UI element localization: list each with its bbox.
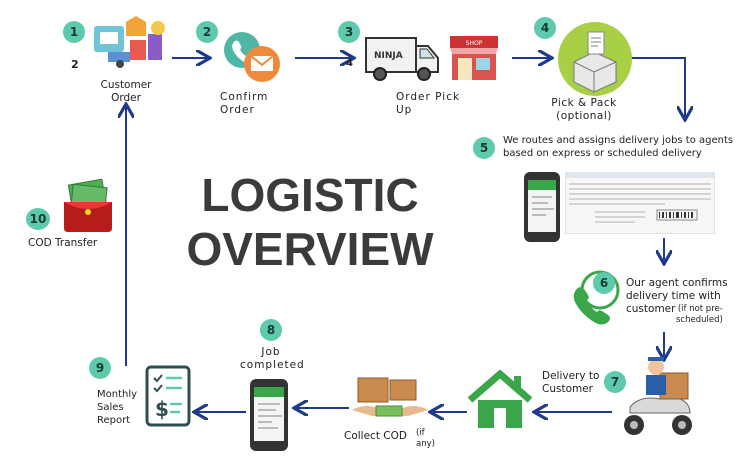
step-8-badge: 8 (260, 319, 282, 341)
cod-handover-icon (350, 366, 430, 428)
collect-cod-label: Collect COD (344, 430, 407, 443)
job-completed-phone (250, 379, 288, 451)
step-10-label: COD Transfer (28, 237, 97, 250)
diagram-title: LOGISTIC OVERVIEW (160, 168, 460, 276)
step-10-badge: 10 (26, 208, 50, 230)
step-6-note: (if not pre- scheduled) (676, 304, 723, 326)
step-5-label: We routes and assigns delivery jobs to a… (503, 134, 743, 160)
phone-mail-icon (222, 30, 286, 86)
house-icon (466, 370, 534, 430)
step-9-badge: 9 (89, 357, 111, 379)
stray-number-a: 2 (71, 58, 79, 71)
stray-number-b: 4 (346, 57, 353, 70)
shopping-icon (90, 14, 170, 70)
step-3-badge: 3 (338, 21, 360, 43)
scooter-courier-icon (618, 355, 700, 439)
svg-text:$: $ (155, 397, 169, 421)
pick-pack-icon (556, 20, 634, 98)
step-6-badge: 6 (593, 272, 615, 294)
collect-cod-note: (if any) (416, 428, 435, 450)
step-8-label: Job completed (240, 346, 302, 372)
step-2-badge: 2 (196, 21, 218, 43)
step-4-label: Pick & Pack (optional) (548, 97, 620, 123)
title-line-2: OVERVIEW (160, 222, 460, 276)
step-9-label: Monthly Sales Report (97, 388, 137, 427)
step-5-badge: 5 (473, 137, 495, 159)
delivery-van-icon: NINJA (362, 30, 442, 84)
shop-sign-text: SHOP (466, 40, 483, 47)
cash-wallet-icon (60, 178, 116, 234)
step-2-label: Confirm Order (220, 91, 268, 117)
sales-report-icon: $ (144, 364, 192, 428)
step-7-label: Delivery to Customer (542, 370, 599, 396)
title-line-1: LOGISTIC (160, 168, 460, 222)
dispatch-dashboard-screenshot (565, 172, 715, 234)
shop-icon: SHOP (446, 32, 502, 82)
step-4-badge: 4 (534, 17, 556, 39)
step-1-label: Customer Order (98, 79, 154, 105)
dispatch-phone (524, 172, 560, 242)
van-logo-text: NINJA (374, 51, 403, 61)
step-3-label: Order Pick Up (396, 91, 460, 117)
step-1-badge: 1 (63, 21, 85, 43)
collect-cod-text: Collect COD (344, 430, 407, 442)
